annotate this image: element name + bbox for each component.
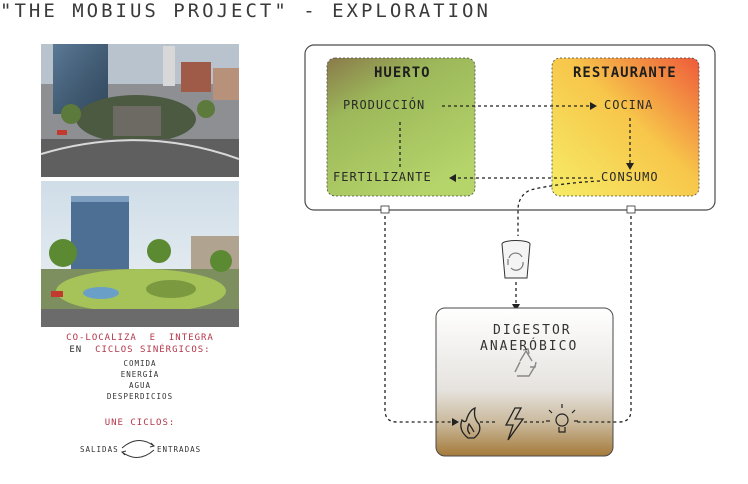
caption-integra: INTEGRA — [168, 333, 214, 343]
node-fertilizante: FERTILIZANTE — [333, 170, 432, 184]
page-title: "THE MOBIUS PROJECT" - EXPLORATION — [0, 0, 491, 22]
recycle-icon — [514, 348, 537, 377]
caption-line-2: EN CICLOS SINÉRGICOS: — [40, 345, 240, 355]
flame-icon — [460, 406, 481, 439]
caption-en: EN — [69, 345, 83, 355]
restaurante-title: RESTAURANTE — [573, 65, 677, 81]
caption-line-1: CO-LOCALIZA E INTEGRA — [40, 333, 240, 343]
lightning-icon — [504, 407, 525, 441]
caption-item-agua: AGUA — [128, 381, 152, 390]
caption-e: E — [149, 333, 157, 343]
caption-item-comida: COMIDA — [123, 359, 157, 368]
lightbulb-icon — [546, 404, 578, 433]
roundabout-photo-proposal — [41, 181, 239, 327]
restaurante-box — [551, 57, 700, 197]
node-produccion: PRODUCCIÓN — [343, 98, 426, 112]
digestor-line-1: DIGESTOR — [493, 323, 572, 338]
huerto-box — [326, 57, 476, 197]
caption-ciclos: CICLOS SINÉRGICOS: — [95, 345, 211, 355]
link-building-bulb — [576, 210, 632, 423]
caption-colocaliza: CO-LOCALIZA — [66, 333, 137, 343]
label-entradas: ENTRADAS — [157, 445, 202, 454]
digestor-line-2: ANAERÓBICO — [480, 339, 579, 354]
link-building-fire — [384, 210, 454, 423]
caption-item-energia: ENERGÍA — [120, 370, 160, 379]
bucket-recycle-icon — [501, 240, 531, 279]
node-cocina: COCINA — [604, 98, 654, 112]
huerto-title: HUERTO — [374, 65, 431, 81]
caption-une-ciclos: UNE CICLOS: — [104, 418, 176, 428]
label-salidas: SALIDAS — [80, 445, 119, 454]
digestor-box — [435, 307, 614, 457]
node-consumo: CONSUMO — [601, 170, 659, 184]
caption-item-desperdicios: DESPERDICIOS — [106, 392, 174, 401]
cycle-arrows-icon — [121, 440, 155, 458]
roundabout-photo-before — [41, 44, 239, 177]
